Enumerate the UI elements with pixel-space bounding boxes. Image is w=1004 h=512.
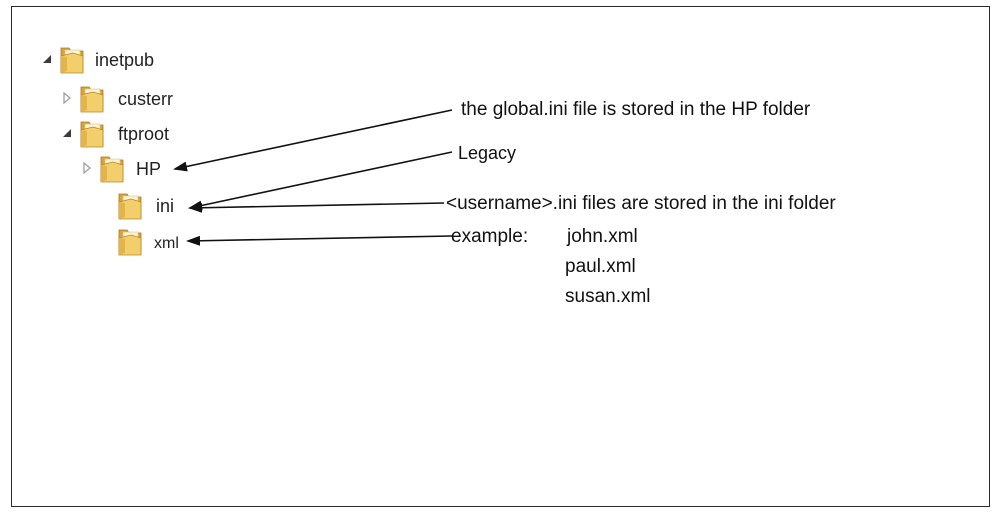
tree-node-hp[interactable]: HP bbox=[80, 153, 180, 185]
tree-label-hp: HP bbox=[136, 159, 162, 179]
arrow-legacy bbox=[188, 151, 453, 211]
tree-label-custerr: custerr bbox=[118, 89, 174, 109]
tree-label-ftproot: ftproot bbox=[118, 124, 170, 144]
example-file-susan: susan.xml bbox=[565, 286, 651, 307]
tree-node-ftproot[interactable]: ftproot bbox=[60, 118, 220, 150]
arrow-example-xml bbox=[186, 235, 453, 246]
tree-label-xml: xml bbox=[154, 235, 179, 252]
tree-node-custerr[interactable]: custerr bbox=[60, 83, 220, 115]
note-global-ini: the global.ini file is stored in the HP … bbox=[461, 99, 811, 120]
note-example-label: example: bbox=[451, 226, 529, 247]
diagram-frame bbox=[11, 6, 990, 507]
note-username-ini: <username>.ini files are stored in the i… bbox=[446, 193, 836, 214]
example-file-paul: paul.xml bbox=[565, 256, 636, 277]
tree-label-ini: ini bbox=[156, 196, 175, 216]
arrow-username-ini bbox=[188, 202, 445, 213]
example-file-john: john.xml bbox=[567, 226, 638, 247]
tree-label-inetpub: inetpub bbox=[95, 50, 155, 70]
tree-node-inetpub[interactable]: inetpub bbox=[40, 44, 200, 76]
note-legacy: Legacy bbox=[458, 143, 517, 163]
tree-node-ini[interactable]: ini bbox=[116, 190, 196, 222]
arrow-global-ini bbox=[173, 109, 453, 172]
tree-node-xml[interactable]: xml bbox=[116, 226, 196, 258]
